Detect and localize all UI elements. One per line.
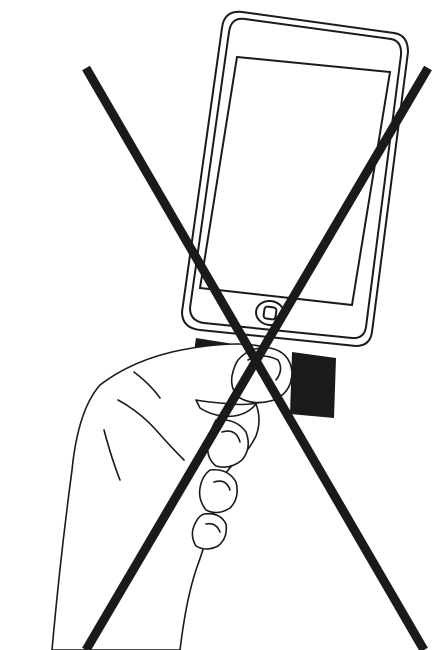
connector-right-block (290, 352, 336, 418)
curled-finger-2 (200, 470, 238, 513)
curled-finger-3 (192, 514, 226, 549)
